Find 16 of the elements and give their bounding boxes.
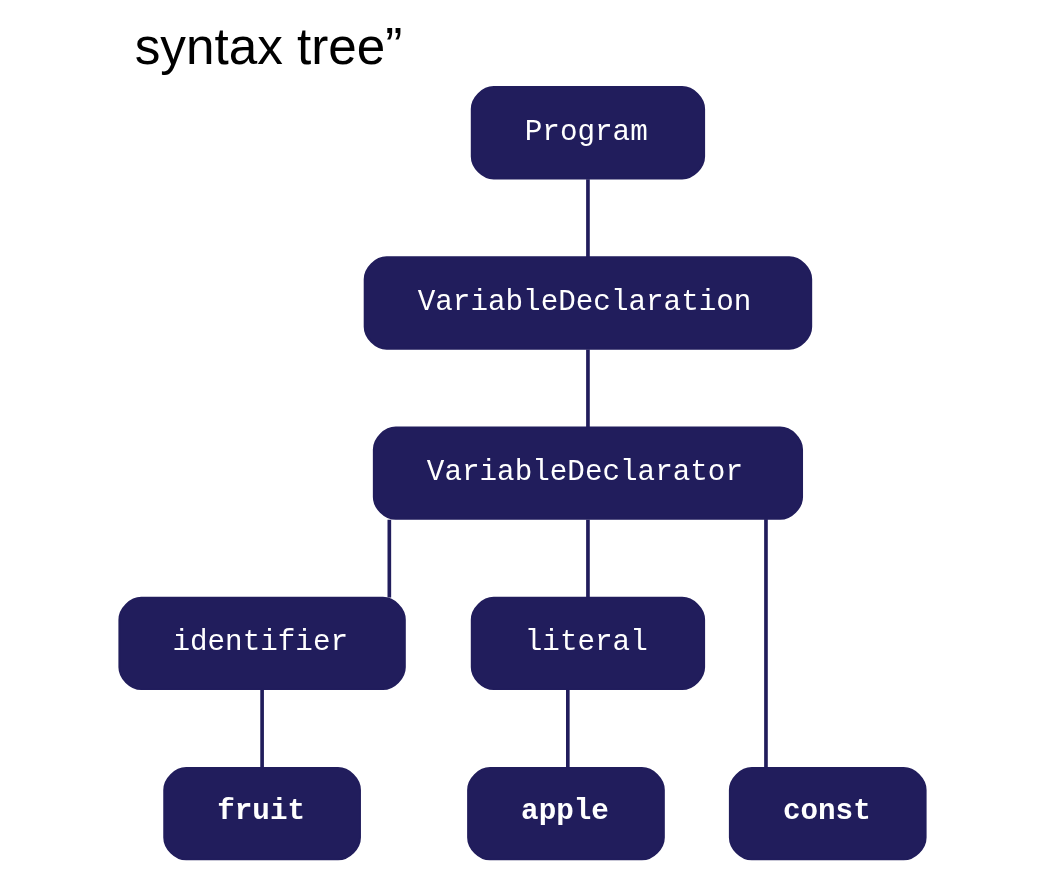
node-box: const	[728, 767, 927, 861]
connector	[565, 689, 570, 768]
diagram-title: syntax tree”	[134, 17, 403, 75]
node-box: Program	[470, 86, 706, 180]
connector	[387, 519, 392, 598]
node-box: VariableDeclarator	[372, 426, 804, 520]
connector	[586, 349, 590, 428]
connector	[260, 689, 264, 768]
connector	[586, 179, 590, 258]
node-box: VariableDeclaration	[363, 256, 813, 350]
node-box: literal	[470, 596, 706, 691]
node-box: identifier	[118, 596, 406, 691]
connector	[586, 519, 590, 598]
node-box: apple	[467, 767, 665, 861]
connector	[764, 519, 768, 768]
node-box: fruit	[163, 767, 361, 861]
